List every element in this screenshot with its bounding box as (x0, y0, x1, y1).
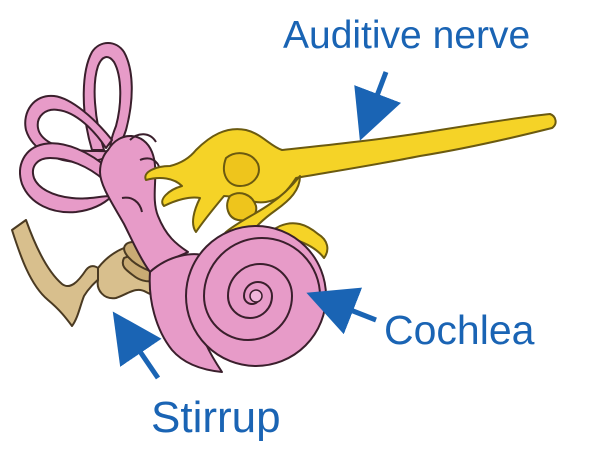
cochlea-spiral (186, 226, 326, 366)
arrow-auditive-nerve (367, 72, 386, 122)
label-cochlea: Cochlea (384, 310, 534, 351)
arrow-cochlea (325, 300, 376, 320)
arrow-stirrup (124, 328, 158, 378)
label-auditive-nerve: Auditive nerve (283, 16, 530, 55)
label-stirrup: Stirrup (151, 396, 281, 440)
